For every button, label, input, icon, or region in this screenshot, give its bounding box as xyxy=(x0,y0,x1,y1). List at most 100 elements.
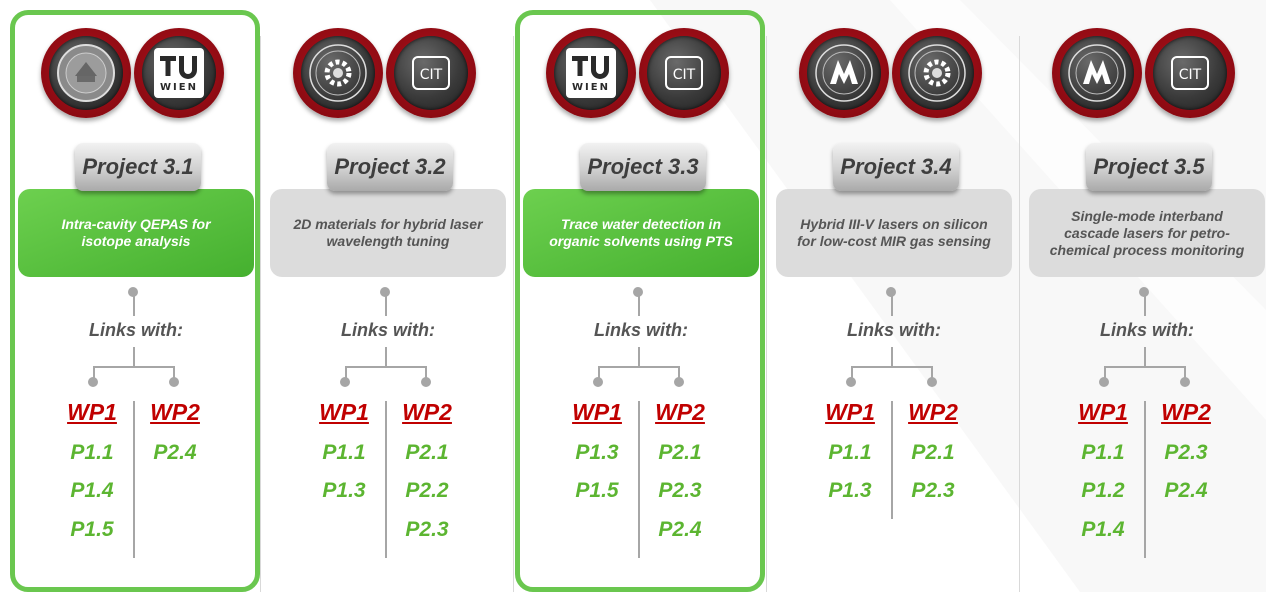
connector-dot xyxy=(1180,377,1190,387)
connector-dot xyxy=(674,377,684,387)
connector-line xyxy=(851,366,853,380)
svg-text:CIT: CIT xyxy=(1179,67,1202,83)
svg-text:WIEN: WIEN xyxy=(572,82,610,93)
wp1-item: P1.3 xyxy=(575,441,619,464)
project-column: CIT Single-mode interband cascade lasers … xyxy=(1021,0,1266,592)
connector-line xyxy=(1104,366,1186,368)
wp2-item: P2.4 xyxy=(1164,479,1208,502)
connector-line xyxy=(851,366,933,368)
wp2-item: P2.4 xyxy=(658,518,702,541)
connector-line xyxy=(638,292,640,316)
project-title: Project 3.2 xyxy=(327,143,453,191)
project-title: Project 3.5 xyxy=(1086,143,1212,191)
connector-dot xyxy=(169,377,179,387)
project-description: Intra-cavity QEPAS for isotope analysis xyxy=(18,189,254,277)
column-divider xyxy=(260,36,261,592)
wp1-heading: WP1 xyxy=(319,399,369,425)
svg-text:CIT: CIT xyxy=(673,67,696,83)
column-divider xyxy=(513,36,514,592)
wp1-item: P1.5 xyxy=(70,518,114,541)
gear-seal-icon xyxy=(892,28,982,118)
wp2-item: P2.4 xyxy=(153,441,197,464)
cit-icon: CIT xyxy=(1145,28,1235,118)
connector-dot xyxy=(1099,377,1109,387)
connector-dot xyxy=(340,377,350,387)
highlight-frame xyxy=(515,10,765,592)
connector-line xyxy=(385,347,387,367)
wp1-item: P1.1 xyxy=(1081,441,1125,464)
project-description: Single-mode interband cascade lasers for… xyxy=(1029,189,1265,277)
wp1-heading: WP1 xyxy=(825,399,875,425)
wp2-item: P2.3 xyxy=(658,479,702,502)
connector-line xyxy=(345,366,347,380)
cit-icon: CIT xyxy=(386,28,476,118)
partner-logos: WIEN xyxy=(10,28,262,128)
connector-line xyxy=(891,347,893,367)
connector-line xyxy=(93,366,175,368)
wp2-item: P2.3 xyxy=(405,518,449,541)
connector-dot xyxy=(927,377,937,387)
workpackage-separator xyxy=(891,401,893,519)
connector-line xyxy=(1104,366,1106,380)
connector-line xyxy=(345,366,427,368)
wp2-item: P2.1 xyxy=(405,441,449,464)
project-description: 2D materials for hybrid laser wavelength… xyxy=(270,189,506,277)
wp1-item: P1.3 xyxy=(322,479,366,502)
wp2-item: P2.3 xyxy=(1164,441,1208,464)
wp1-item: P1.1 xyxy=(70,441,114,464)
connector-line xyxy=(173,366,175,380)
montpellier-seal-icon xyxy=(799,28,889,118)
tu-wien-icon: WIEN xyxy=(546,28,636,118)
project-title: Project 3.3 xyxy=(580,143,706,191)
wp1-item: P1.2 xyxy=(1081,479,1125,502)
svg-text:WIEN: WIEN xyxy=(160,82,198,93)
partner-logos: WIEN CIT xyxy=(515,28,767,128)
wp1-item: P1.5 xyxy=(575,479,619,502)
connector-line xyxy=(133,347,135,367)
workpackage-separator xyxy=(133,401,135,558)
partner-logos xyxy=(768,28,1020,128)
connector-line xyxy=(385,292,387,316)
workpackage-separator xyxy=(638,401,640,558)
connector-line xyxy=(598,366,600,380)
wp1-heading: WP1 xyxy=(67,399,117,425)
links-with-label: Links with: xyxy=(341,320,435,340)
wp2-heading: WP2 xyxy=(1161,399,1211,425)
wp1-item: P1.1 xyxy=(322,441,366,464)
connector-dot xyxy=(846,377,856,387)
connector-line xyxy=(1144,347,1146,367)
connector-dot xyxy=(593,377,603,387)
montpellier-seal-icon xyxy=(1052,28,1142,118)
project-column: CIT 2D materials for hybrid laser wavelen… xyxy=(262,0,514,592)
connector-line xyxy=(133,292,135,316)
links-with-label: Links with: xyxy=(1100,320,1194,340)
partner-logos: CIT xyxy=(1021,28,1266,128)
links-with-label: Links with: xyxy=(594,320,688,340)
project-title: Project 3.1 xyxy=(75,143,201,191)
connector-line xyxy=(931,366,933,380)
wp2-heading: WP2 xyxy=(150,399,200,425)
svg-text:CIT: CIT xyxy=(420,67,443,83)
connector-line xyxy=(638,347,640,367)
connector-line xyxy=(891,292,893,316)
links-with-label: Links with: xyxy=(847,320,941,340)
connector-line xyxy=(1144,292,1146,316)
connector-dot xyxy=(421,377,431,387)
workpackage-separator xyxy=(1144,401,1146,558)
connector-line xyxy=(1184,366,1186,380)
tu-wien-icon: WIEN xyxy=(134,28,224,118)
connector-line xyxy=(678,366,680,380)
project-description: Hybrid III-V lasers on silicon for low-c… xyxy=(776,189,1012,277)
project-column: Hybrid III-V lasers on silicon for low-c… xyxy=(768,0,1020,592)
connector-line xyxy=(425,366,427,380)
wp2-heading: WP2 xyxy=(402,399,452,425)
connector-line xyxy=(598,366,680,368)
project-column: WIEN Intra-cavity QEPAS for isotope analy… xyxy=(10,0,262,592)
project-title: Project 3.4 xyxy=(833,143,959,191)
wp2-heading: WP2 xyxy=(908,399,958,425)
